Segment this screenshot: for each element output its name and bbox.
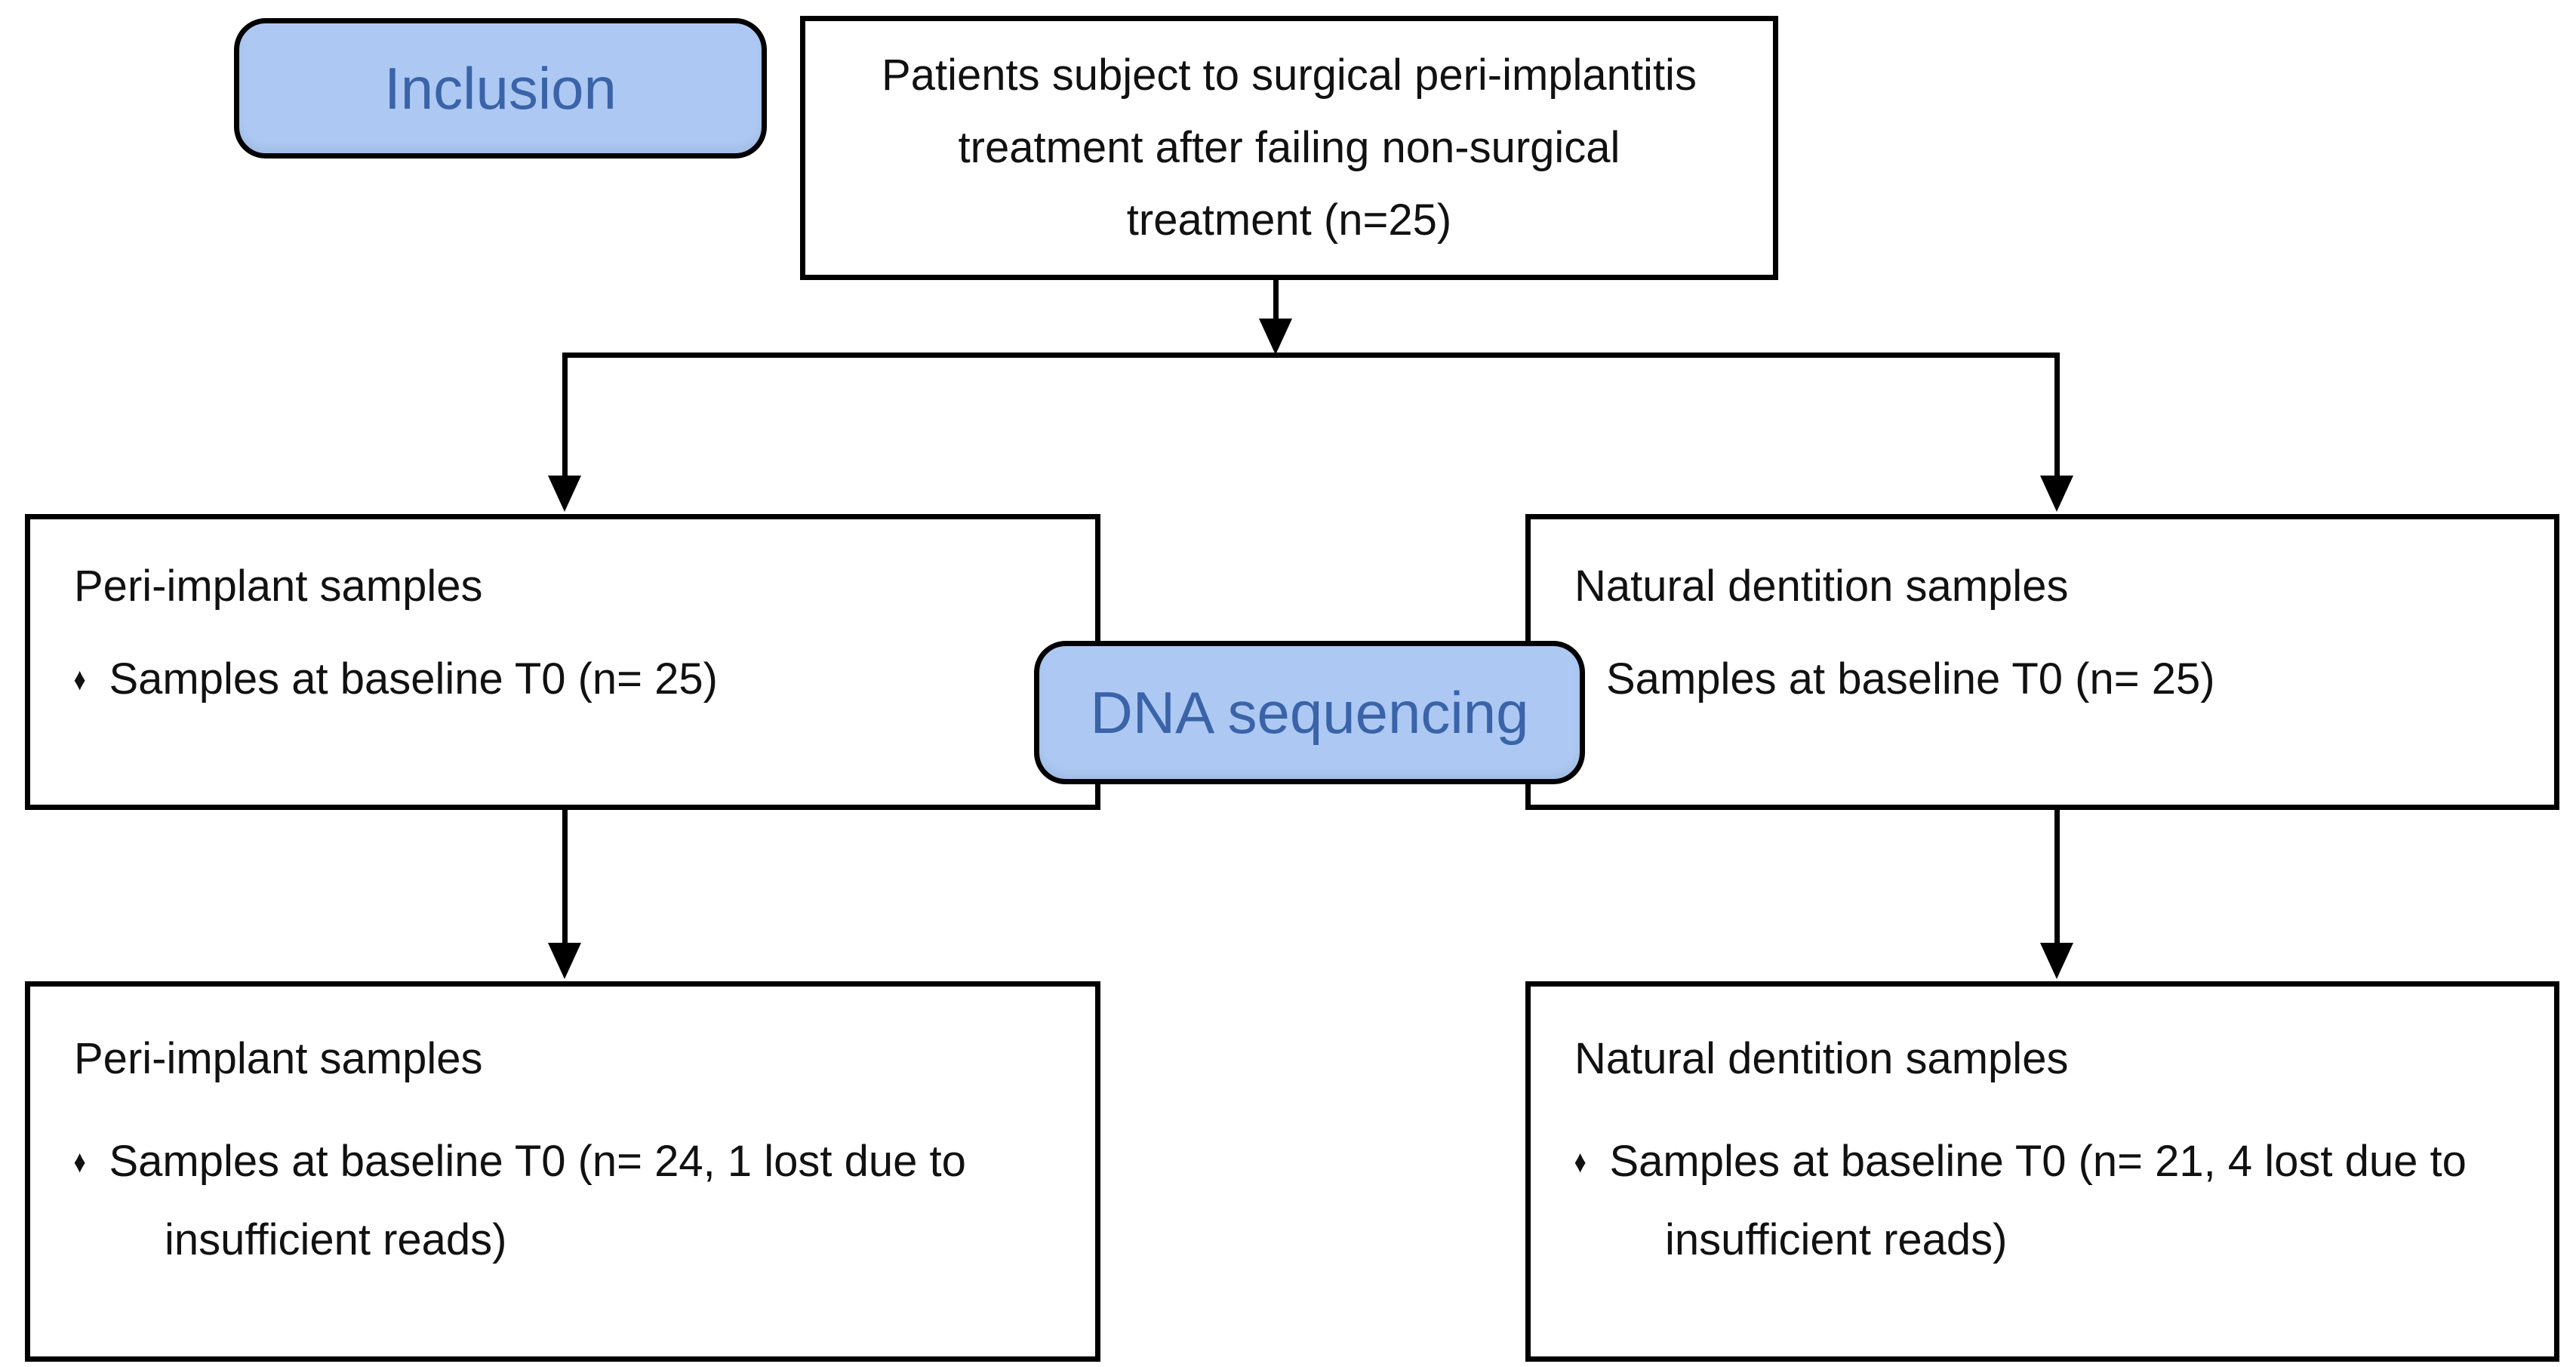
peri-implant-baseline-box: Peri-implant samples ♦ Samples at baseli… (25, 514, 1100, 810)
connector-left-second (562, 810, 568, 944)
bullet-item: ♦ Samples at baseline T0 (n= 21, 4 lost … (1572, 1136, 2467, 1187)
dna-sequencing-badge-label: DNA sequencing (1090, 679, 1529, 746)
patients-box-line: Patients subject to surgical peri-implan… (882, 51, 1697, 100)
connector-split-bar (562, 353, 2060, 358)
diamond-bullet-icon: ♦ (73, 1143, 86, 1179)
natural-dentition-sequenced-box: Natural dentition samples ♦ Samples at b… (1525, 981, 2559, 1362)
connector-stem (1273, 280, 1279, 322)
patients-box-line: treatment (n=25) (1126, 196, 1452, 245)
bullet-continuation: insufficient reads) (165, 1215, 507, 1264)
peri-implant-sequenced-box: Peri-implant samples ♦ Samples at baseli… (25, 981, 1100, 1362)
arrowhead-left-drop (548, 476, 581, 512)
patients-box: Patients subject to surgical peri-implan… (800, 16, 1778, 280)
natural-dentition-baseline-box: Natural dentition samples Samples at bas… (1525, 514, 2559, 810)
dna-sequencing-badge: DNA sequencing (1034, 641, 1585, 784)
bullet-text: Samples at baseline T0 (n= 24, 1 lost du… (109, 1137, 966, 1186)
arrowhead-right-drop (2040, 476, 2073, 512)
box-title: Natural dentition samples (1574, 562, 2069, 611)
arrowhead-right-second (2040, 943, 2073, 979)
bullet-item: Samples at baseline T0 (n= 25) (1606, 654, 2215, 704)
inclusion-badge-label: Inclusion (384, 54, 617, 122)
box-title: Peri-implant samples (74, 1034, 483, 1083)
bullet-item: ♦ Samples at baseline T0 (n= 25) (72, 654, 718, 704)
box-title: Natural dentition samples (1574, 1034, 2069, 1083)
bullet-text: Samples at baseline T0 (n= 25) (1606, 654, 2215, 704)
patients-box-text: Patients subject to surgical peri-implan… (805, 21, 1773, 275)
arrowhead-stem (1259, 319, 1292, 355)
diamond-bullet-icon: ♦ (1574, 1143, 1587, 1179)
connector-right-second (2054, 810, 2060, 944)
diamond-bullet-icon: ♦ (73, 660, 86, 697)
inclusion-badge: Inclusion (234, 18, 767, 159)
patients-box-line: treatment after failing non-surgical (958, 123, 1620, 172)
connector-left-drop (562, 355, 568, 477)
bullet-item: ♦ Samples at baseline T0 (n= 24, 1 lost … (72, 1136, 966, 1187)
bullet-text: Samples at baseline T0 (n= 25) (109, 654, 718, 704)
connector-right-drop (2054, 355, 2060, 477)
box-title: Peri-implant samples (74, 562, 483, 611)
bullet-continuation: insufficient reads) (1665, 1215, 2008, 1264)
bullet-text: Samples at baseline T0 (n= 21, 4 lost du… (1609, 1137, 2467, 1186)
arrowhead-left-second (548, 943, 581, 979)
